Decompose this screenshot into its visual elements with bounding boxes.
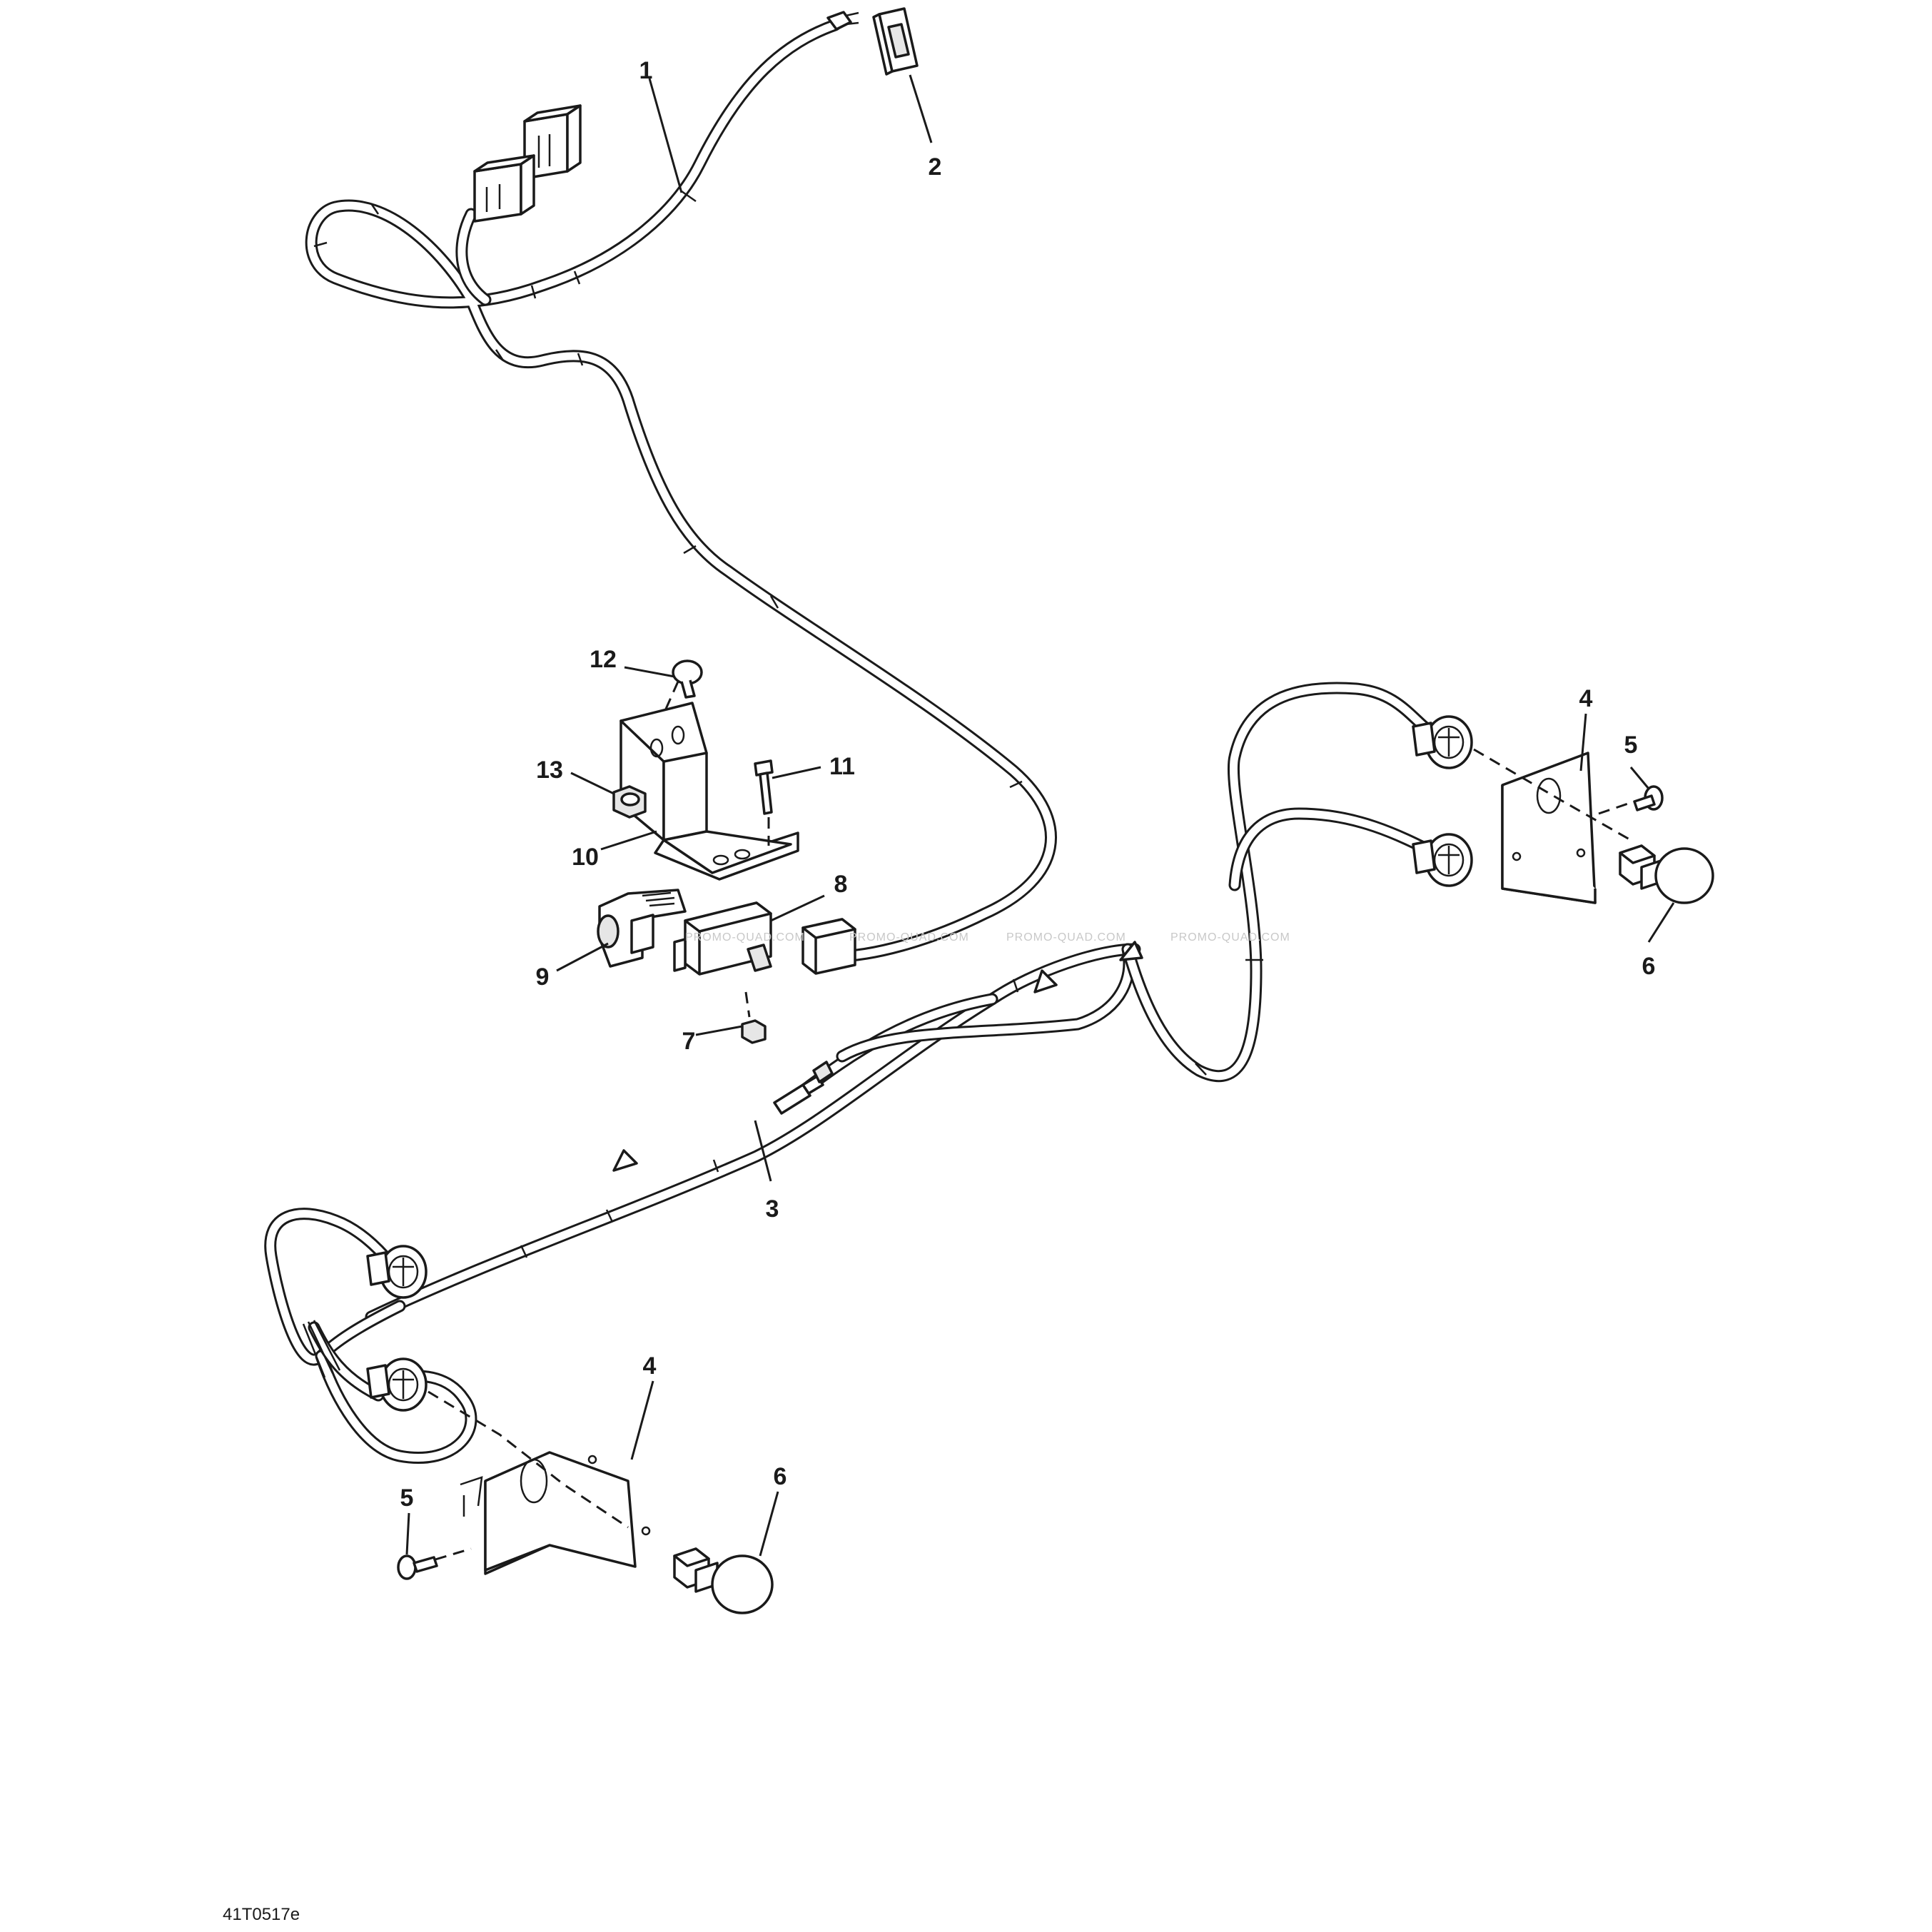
rear-light-harness bbox=[264, 682, 1441, 1464]
watermark-text-2: PROMO-QUAD.COM bbox=[849, 931, 969, 944]
callout-13: 13 bbox=[536, 757, 563, 784]
callout-9: 9 bbox=[536, 964, 550, 991]
right-lamp-bulb bbox=[1619, 844, 1714, 904]
assembly-lines bbox=[428, 681, 1635, 1561]
callout-6-left: 6 bbox=[774, 1463, 787, 1490]
callout-3: 3 bbox=[766, 1195, 779, 1223]
callout-5-right: 5 bbox=[1624, 732, 1638, 759]
left-lamp-bulb bbox=[673, 1547, 774, 1614]
left-upper-lamp-socket bbox=[366, 1245, 428, 1299]
switch-clip bbox=[597, 889, 687, 968]
switch-bracket-assembly bbox=[597, 659, 856, 1044]
callout-5-left: 5 bbox=[400, 1485, 414, 1512]
harness-plug-connectors bbox=[473, 104, 582, 223]
right-lamp-screw bbox=[1633, 785, 1664, 811]
callout-labels: 1 2 3 4 4 5 5 6 6 7 8 9 10 11 12 13 bbox=[400, 57, 1656, 1512]
callout-4-right: 4 bbox=[1579, 685, 1593, 712]
callout-11: 11 bbox=[829, 753, 855, 780]
left-lamp-screw bbox=[397, 1554, 438, 1580]
rocker-switch bbox=[872, 7, 919, 76]
callout-10: 10 bbox=[572, 844, 599, 871]
leader-lines bbox=[405, 74, 1675, 1557]
brake-light-switch bbox=[673, 901, 772, 1018]
callout-4-left: 4 bbox=[643, 1352, 657, 1380]
watermark-text-3: PROMO-QUAD.COM bbox=[1006, 931, 1126, 944]
callout-6-right: 6 bbox=[1642, 953, 1656, 980]
screw bbox=[754, 759, 774, 846]
callout-7: 7 bbox=[682, 1028, 696, 1055]
right-upper-lamp-socket bbox=[1412, 715, 1473, 769]
main-wiring-harness bbox=[305, 11, 1057, 963]
callout-8: 8 bbox=[834, 871, 848, 898]
figure-code: 41T0517e bbox=[223, 1905, 300, 1924]
left-lower-lamp-socket bbox=[366, 1357, 428, 1412]
nut bbox=[741, 1019, 767, 1044]
watermark-text-4: PROMO-QUAD.COM bbox=[1170, 931, 1290, 944]
rivet bbox=[672, 659, 703, 699]
left-lamp-bracket bbox=[460, 1451, 651, 1575]
watermark-text-1: PROMO-QUAD.COM bbox=[685, 931, 805, 944]
watermark: PROMO-QUAD.COM PROMO-QUAD.COM PROMO-QUAD… bbox=[685, 931, 1290, 944]
push-nut bbox=[612, 785, 647, 819]
right-lamp-bracket bbox=[1501, 752, 1597, 904]
mounting-bracket bbox=[619, 702, 799, 881]
callout-1: 1 bbox=[639, 57, 653, 84]
callout-12: 12 bbox=[590, 646, 617, 673]
right-lower-lamp-socket bbox=[1412, 833, 1473, 887]
callout-2: 2 bbox=[929, 153, 942, 181]
harness-end-connector bbox=[801, 918, 856, 975]
